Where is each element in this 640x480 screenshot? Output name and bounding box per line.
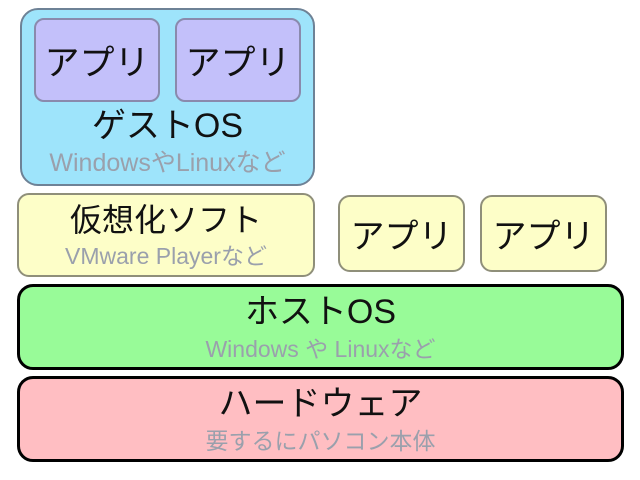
- hardware-box: ハードウェア 要するにパソコン本体: [17, 376, 624, 462]
- host-app-box-2: アプリ: [480, 195, 607, 272]
- host-os-box: ホストOS Windows や Linuxなど: [17, 284, 624, 370]
- guest-apps-row: アプリ アプリ: [22, 18, 313, 102]
- host-app-box-1: アプリ: [338, 195, 465, 272]
- hardware-title: ハードウェア: [218, 385, 423, 423]
- virtualization-subtitle: VMware Playerなど: [65, 243, 267, 269]
- guest-os-title: ゲストOS: [91, 107, 244, 145]
- guest-os-subtitle: WindowsやLinuxなど: [49, 149, 286, 177]
- guest-os-box: アプリ アプリ ゲストOS WindowsやLinuxなど: [20, 8, 315, 186]
- host-app-label-2: アプリ: [492, 218, 595, 256]
- host-app-label-1: アプリ: [350, 218, 453, 256]
- guest-app-label-2: アプリ: [185, 43, 291, 83]
- host-os-title: ホストOS: [244, 293, 397, 331]
- virtualization-title: 仮想化ソフト: [69, 202, 262, 238]
- virtualization-box: 仮想化ソフト VMware Playerなど: [17, 193, 315, 277]
- guest-app-box-1: アプリ: [34, 18, 160, 102]
- guest-app-box-2: アプリ: [175, 18, 301, 102]
- guest-app-label-1: アプリ: [44, 43, 150, 83]
- hardware-subtitle: 要するにパソコン本体: [205, 428, 436, 454]
- host-os-subtitle: Windows や Linuxなど: [205, 336, 436, 362]
